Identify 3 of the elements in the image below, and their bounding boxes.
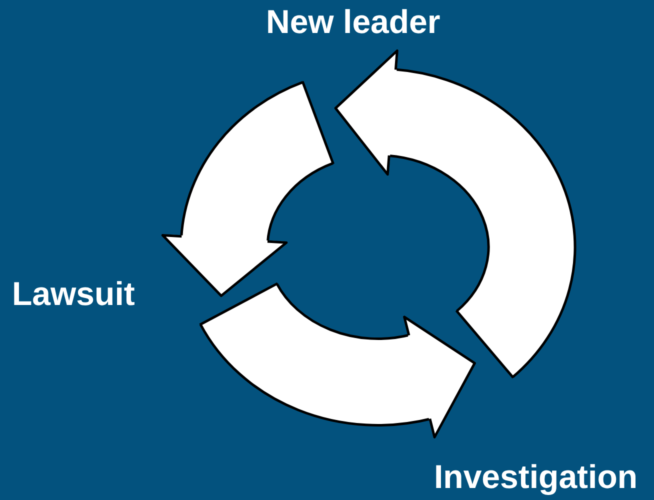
cycle-step-label: Lawsuit xyxy=(12,274,135,314)
cycle-step-label: Investigation xyxy=(434,457,638,497)
cycle-step-label: New leader xyxy=(266,2,440,42)
